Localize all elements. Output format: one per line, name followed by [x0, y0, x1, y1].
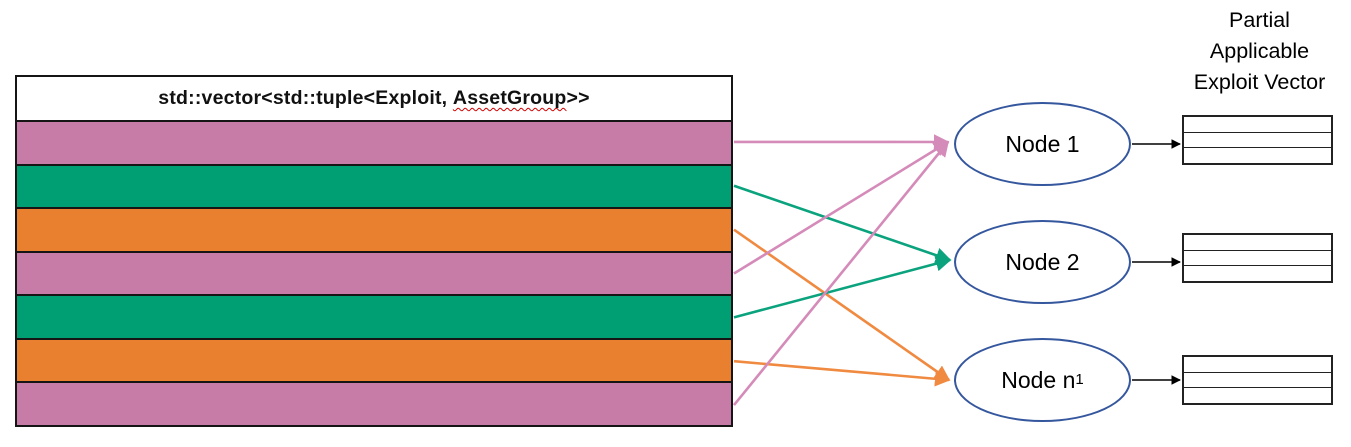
output-column-label: Partial Applicable Exploit Vector	[1168, 5, 1351, 98]
output-table-row	[1184, 131, 1331, 148]
vector-row	[17, 163, 731, 208]
node-1-ellipse: Node 1	[954, 102, 1131, 186]
output-table-row	[1184, 387, 1331, 403]
vector-row	[17, 250, 731, 295]
output-table-row	[1184, 235, 1331, 250]
output-table-row	[1184, 357, 1331, 372]
vector-table-title: std::vector<std::tuple<Exploit, AssetGro…	[17, 77, 731, 122]
row-to-node-arrow	[733, 359, 951, 387]
vector-row	[17, 337, 731, 382]
node-2-label: Node 2	[1005, 248, 1080, 275]
exploit-vector-table: std::vector<std::tuple<Exploit, AssetGro…	[15, 75, 733, 427]
output-label-line1: Partial	[1229, 8, 1290, 32]
output-table-node-n1	[1182, 355, 1333, 405]
title-part2: >>	[566, 87, 590, 109]
vector-row	[17, 122, 731, 164]
output-table-row	[1184, 147, 1331, 163]
output-table-node-2	[1182, 233, 1333, 283]
row-to-node-arrow	[732, 140, 950, 406]
output-table-row	[1184, 371, 1331, 388]
row-to-node-arrow	[733, 140, 950, 275]
row-to-node-arrow	[733, 256, 952, 319]
output-table-row	[1184, 265, 1331, 281]
output-table-node-1	[1182, 115, 1333, 165]
vector-row	[17, 381, 731, 426]
title-part1: std::vector<std::tuple<Exploit,	[158, 87, 453, 109]
row-to-node-arrow	[733, 228, 951, 382]
title-misspelled-word: AssetGroup	[452, 87, 567, 109]
vector-row	[17, 294, 731, 338]
vector-row	[17, 207, 731, 251]
output-table-row	[1184, 249, 1331, 266]
output-label-line3: Exploit Vector	[1193, 70, 1326, 94]
output-label-line2: Applicable	[1209, 39, 1310, 63]
node-n1-label: Node n	[1001, 366, 1076, 393]
node-2-ellipse: Node 2	[954, 220, 1131, 304]
output-table-row	[1184, 117, 1331, 132]
row-to-node-arrow	[733, 184, 952, 263]
node-1-label: Node 1	[1005, 130, 1080, 157]
